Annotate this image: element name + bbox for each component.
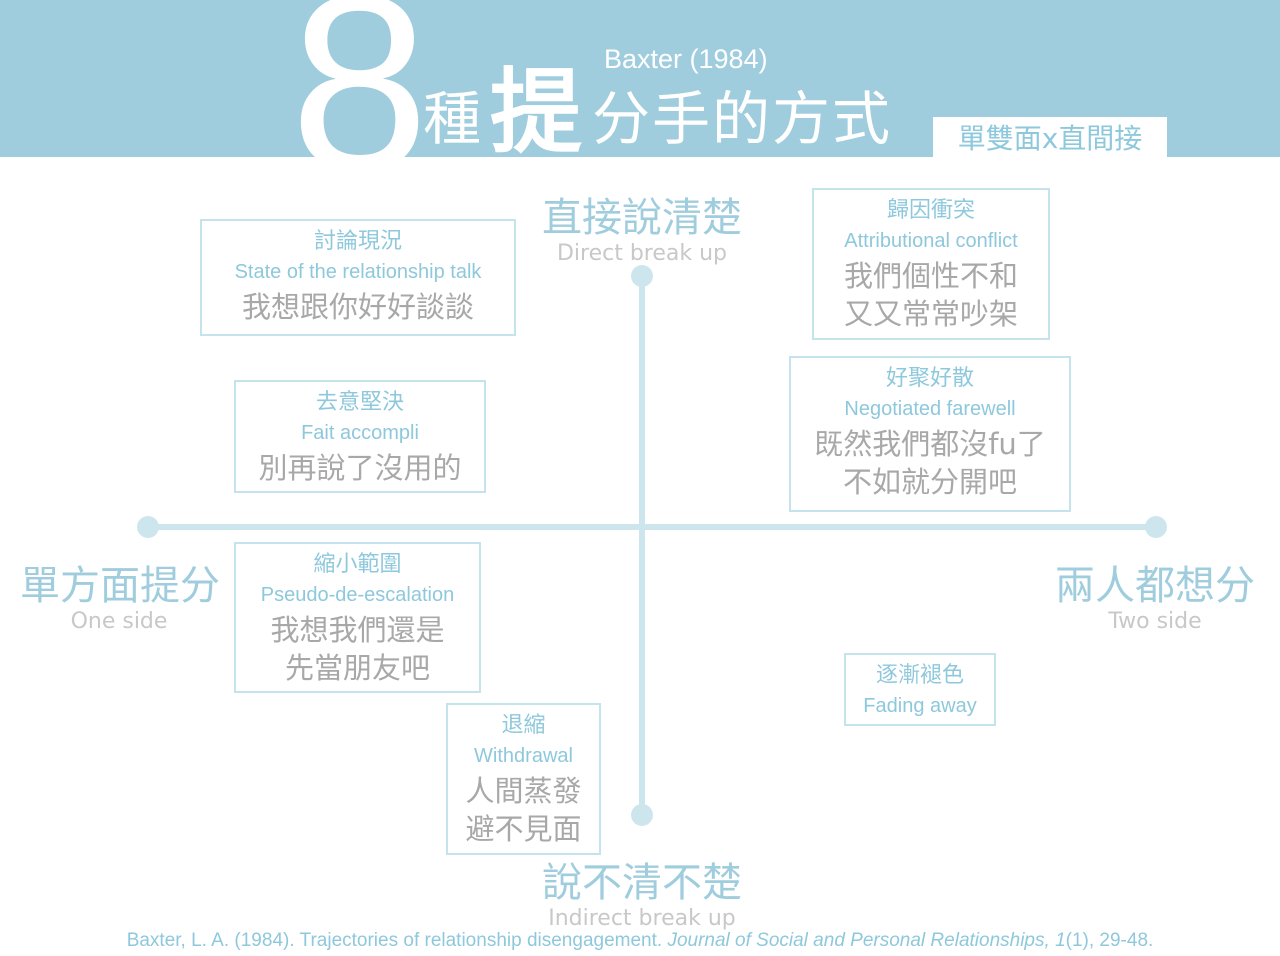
strategy-name-zh: 逐漸褪色: [875, 663, 964, 688]
axis-endpoint-bottom: [631, 804, 653, 826]
strategy-quote: 我想我們還是: [270, 613, 445, 647]
header-banner: 8 種 提 分手的方式 Baxter (1984) 單雙面x直間接: [0, 0, 1280, 157]
axis-sublabel-bottom: Indirect break up: [548, 906, 736, 931]
strategy-box-attributional-conflict: 歸因衝突 Attributional conflict 我們個性不和 又又常常吵…: [812, 188, 1050, 340]
horizontal-axis: [148, 524, 1156, 530]
title-part-1: 種: [423, 85, 482, 153]
axis-sublabel-left: One side: [70, 609, 168, 634]
axis-sublabel-right: Two side: [1108, 609, 1202, 634]
strategy-box-pseudo-de-escalation: 縮小範圍 Pseudo-de-escalation 我想我們還是 先當朋友吧: [234, 542, 481, 693]
axis-label-right: 兩人都想分: [1055, 563, 1255, 609]
strategy-name-en: Fading away: [863, 695, 977, 717]
strategy-name-en: Fait accompli: [301, 422, 419, 444]
axis-label-top: 直接說清楚: [542, 195, 742, 241]
strategy-name-zh: 討論現況: [313, 229, 402, 254]
strategy-name-en: State of the relationship talk: [234, 261, 482, 283]
strategy-box-state-talk: 討論現況 State of the relationship talk 我想跟你…: [200, 219, 516, 336]
citation-volume: 1: [1055, 930, 1066, 951]
strategy-name-zh: 好聚好散: [885, 366, 974, 391]
citation-journal: Journal of Social and Personal Relations…: [667, 930, 1056, 951]
axis-label-left: 單方面提分: [20, 563, 220, 609]
citation: Baxter, L. A. (1984). Trajectories of re…: [0, 930, 1280, 952]
strategy-name-zh: 去意堅決: [315, 390, 404, 415]
strategy-quote: 我們個性不和: [843, 259, 1018, 293]
title-number: 8: [290, 0, 430, 157]
strategy-name-zh: 歸因衝突: [886, 198, 975, 223]
strategy-name-en: Withdrawal: [474, 745, 573, 767]
strategy-name-en: Negotiated farewell: [844, 398, 1016, 420]
strategy-quote: 先當朋友吧: [284, 651, 430, 685]
title-part-3: 分手的方式: [592, 85, 893, 153]
axis-sublabel-top: Direct break up: [556, 241, 728, 266]
subtitle-badge: 單雙面x直間接: [933, 117, 1167, 157]
citation-pages: (1), 29-48.: [1065, 930, 1154, 951]
strategy-quote: 別再說了沒用的: [258, 451, 462, 485]
citation-text: Baxter, L. A. (1984). Trajectories of re…: [126, 930, 668, 951]
strategy-name-en: Pseudo-de-escalation: [260, 584, 455, 606]
strategy-name-zh: 退縮: [501, 713, 546, 738]
title-part-2: 提: [490, 59, 583, 157]
strategy-quote: 既然我們都沒fu了: [814, 427, 1046, 461]
axis-endpoint-left: [137, 516, 159, 538]
vertical-axis: [639, 276, 645, 815]
axis-endpoint-right: [1145, 516, 1167, 538]
strategy-name-en: Attributional conflict: [844, 230, 1018, 252]
strategy-quote: 又又常常吵架: [843, 297, 1018, 331]
strategy-box-fait-accompli: 去意堅決 Fait accompli 別再說了沒用的: [234, 380, 486, 493]
axis-endpoint-top: [631, 265, 653, 287]
strategy-box-negotiated-farewell: 好聚好散 Negotiated farewell 既然我們都沒fu了 不如就分開…: [789, 356, 1071, 512]
strategy-box-fading-away: 逐漸褪色 Fading away: [844, 653, 996, 726]
strategy-name-zh: 縮小範圍: [313, 552, 402, 577]
strategy-quote: 人間蒸發: [465, 774, 582, 808]
strategy-quote: 避不見面: [465, 812, 582, 846]
axis-label-bottom: 說不清不楚: [542, 860, 742, 906]
strategy-quote: 不如就分開吧: [842, 465, 1017, 499]
author-label: Baxter (1984): [604, 44, 768, 74]
strategy-quote: 我想跟你好好談談: [241, 290, 474, 324]
strategy-box-withdrawal: 退縮 Withdrawal 人間蒸發 避不見面: [446, 703, 601, 855]
